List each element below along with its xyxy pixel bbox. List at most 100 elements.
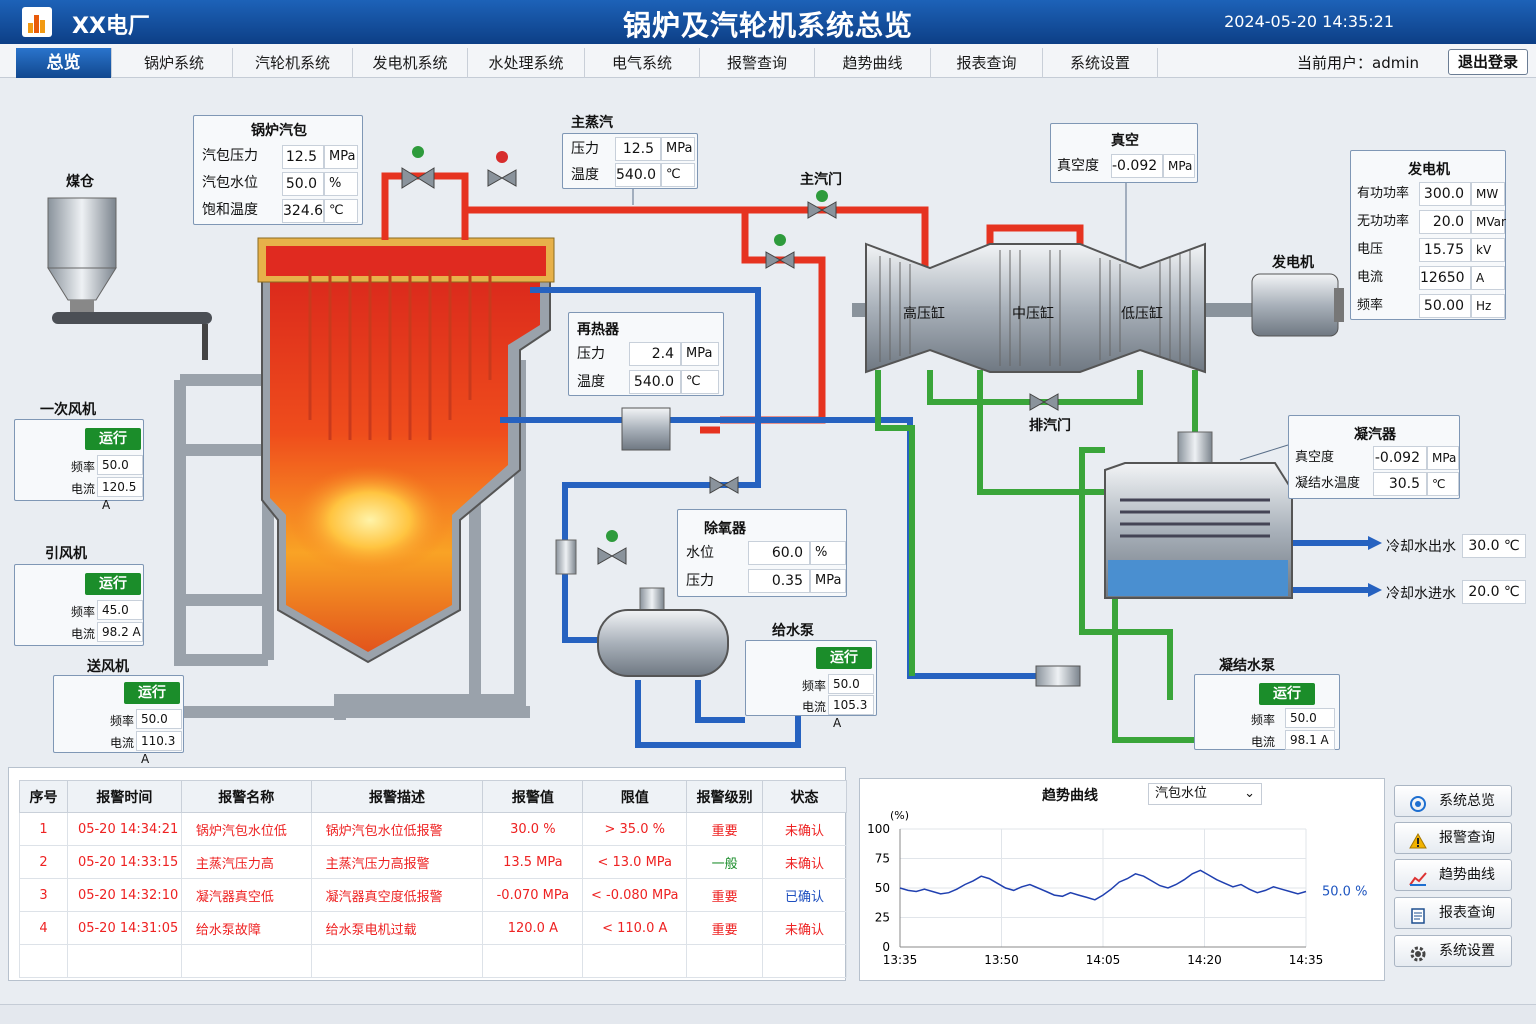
tab-water[interactable]: 水处理系统	[468, 48, 585, 78]
alarm-row[interactable]	[19, 944, 847, 978]
document-icon	[1409, 905, 1427, 924]
flow-arrows	[1368, 536, 1382, 597]
feed-pump-label: 给水泵	[772, 623, 814, 639]
drum-pressure-unit: MPa	[324, 145, 358, 169]
main-steam-pressure-label: 压力	[571, 141, 599, 157]
alarm-col-header[interactable]: 报警时间	[66, 780, 182, 813]
cond-pump-panel[interactable]: 运行 频率 50.0 Hz 电流 98.1 A	[1194, 674, 1340, 750]
alarm-cell: 4	[19, 911, 68, 945]
alarm-cell: < 13.0 MPa	[582, 845, 688, 879]
y-tick-label: 25	[875, 911, 890, 925]
alarm-cell: 未确认	[762, 845, 847, 879]
hp-cylinder-label: 高压缸	[903, 306, 945, 322]
gear-icon	[1409, 943, 1427, 962]
deaerator-pressure-unit: MPa	[810, 569, 846, 593]
id-fan-label: 引风机	[45, 546, 87, 562]
fd-fan-panel[interactable]: 运行 频率 50.0 Hz 电流 110.3 A	[53, 675, 184, 766]
tab-trend[interactable]: 趋势曲线	[815, 48, 931, 78]
alarm-cell: 2	[19, 845, 68, 879]
tab-settings[interactable]: 系统设置	[1043, 48, 1158, 78]
trend-curve-label: 趋势曲线	[1439, 867, 1495, 883]
tab-electrical[interactable]: 电气系统	[585, 48, 700, 78]
alarm-cell: < 110.0 A	[582, 911, 688, 945]
alarm-cell: 05-20 14:31:05	[66, 911, 182, 945]
cond-pump-freq: 50.0 Hz	[1285, 708, 1335, 743]
alarm-cell: 13.5 MPa	[482, 845, 584, 879]
trend-variable-select[interactable]: 汽包水位⌄	[1148, 783, 1262, 805]
id-fan-panel[interactable]: 运行 频率 45.0 Hz 电流 98.2 A	[14, 564, 144, 646]
alarm-col-header[interactable]: 报警级别	[686, 780, 764, 813]
drum-panel: 锅炉汽包 汽包压力 12.5 MPa 汽包水位 50.0 % 饱和温度 324.…	[193, 115, 363, 225]
id-fan-cur: 98.2 A	[97, 622, 143, 642]
plant-logo-icon	[22, 7, 52, 37]
cond-pump-cur-label: 电流	[1251, 735, 1276, 749]
reheater-pressure-value: 2.4	[629, 342, 681, 366]
tab-boiler[interactable]: 锅炉系统	[116, 48, 233, 78]
alarm-col-header[interactable]: 限值	[582, 780, 688, 813]
alarm-cell: 给水泵电机过载	[310, 911, 484, 945]
fd-fan-cur-label: 电流	[110, 736, 135, 750]
tab-report[interactable]: 报表查询	[931, 48, 1043, 78]
overview-button[interactable]: 系统总览	[1394, 785, 1512, 817]
boiler-furnace-icon	[257, 237, 555, 664]
alarm-col-header[interactable]: 状态	[762, 780, 847, 813]
alarm-cell: 未确认	[762, 911, 847, 945]
alarm-cell: 锅炉汽包水位低	[180, 812, 312, 846]
gen-reactive-power-unit: MVar	[1471, 210, 1506, 234]
alarm-col-header[interactable]: 报警描述	[310, 780, 484, 813]
fd-fan-freq-label: 频率	[110, 714, 135, 728]
system-settings-button[interactable]: 系统设置	[1394, 935, 1512, 967]
gen-current-value: 12650	[1419, 266, 1471, 290]
feed-pump-freq: 50.0 Hz	[828, 674, 874, 709]
lp-cylinder-label: 低压缸	[1121, 306, 1163, 322]
condenser-title: 凝汽器	[1354, 427, 1396, 443]
drum-level-label: 汽包水位	[202, 175, 258, 191]
alarm-cell: 3	[19, 878, 68, 912]
tab-turbine[interactable]: 汽轮机系统	[233, 48, 353, 78]
alarm-cell: 05-20 14:33:15	[66, 845, 182, 879]
main-steam-panel: 压力 12.5 MPa 温度 540.0 ℃	[562, 133, 698, 189]
warning-icon	[1409, 830, 1427, 849]
reheater-pressure-label: 压力	[577, 346, 605, 362]
vacuum-unit: MPa	[1163, 154, 1195, 178]
primary-fan-cur-label: 电流	[71, 482, 96, 496]
primary-fan-freq-label: 频率	[71, 460, 96, 474]
alarm-query-button[interactable]: 报警查询	[1394, 822, 1512, 854]
condenser-icon	[1104, 431, 1293, 599]
logout-button[interactable]: 退出登录	[1448, 49, 1528, 75]
tab-generator[interactable]: 发电机系统	[353, 48, 468, 78]
primary-fan-label: 一次风机	[40, 402, 96, 418]
trend-curve-button[interactable]: 趋势曲线	[1394, 859, 1512, 891]
alarm-cell: 05-20 14:34:21	[66, 812, 182, 846]
feed-pump-panel[interactable]: 运行 频率 50.0 Hz 电流 105.3 A	[745, 640, 877, 730]
vacuum-value: -0.092	[1111, 154, 1163, 178]
reheater-pressure-unit: MPa	[681, 342, 719, 366]
alarm-col-header[interactable]: 报警值	[482, 780, 584, 813]
deaerator-panel: 除氧器 水位 60.0 % 压力 0.35 MPa	[677, 509, 847, 597]
primary-fan-panel[interactable]: 运行 频率 50.0 Hz 电流 120.5 A	[14, 419, 144, 512]
primary-fan-cur: 120.5 A	[97, 477, 143, 512]
valves	[401, 146, 1081, 687]
reheater-panel: 再热器 压力 2.4 MPa 温度 540.0 ℃	[568, 312, 724, 396]
gen-active-power-unit: MW	[1471, 182, 1505, 206]
alarm-cell	[66, 944, 182, 978]
condensate-pipes	[875, 370, 1200, 743]
alarm-col-header[interactable]: 报警名称	[180, 780, 312, 813]
drum-title: 锅炉汽包	[251, 123, 307, 139]
tab-overview[interactable]: 总览	[16, 48, 112, 78]
tab-alarm[interactable]: 报警查询	[700, 48, 815, 78]
alarm-col-header[interactable]: 序号	[19, 780, 68, 813]
gen-voltage-value: 15.75	[1419, 238, 1471, 262]
condensate-temp-label: 凝结水温度	[1295, 476, 1361, 491]
report-query-button[interactable]: 报表查询	[1394, 897, 1512, 929]
ip-cylinder-label: 中压缸	[1012, 306, 1054, 322]
cond-pump-status: 运行	[1259, 683, 1315, 705]
camera-icon	[1409, 793, 1427, 812]
